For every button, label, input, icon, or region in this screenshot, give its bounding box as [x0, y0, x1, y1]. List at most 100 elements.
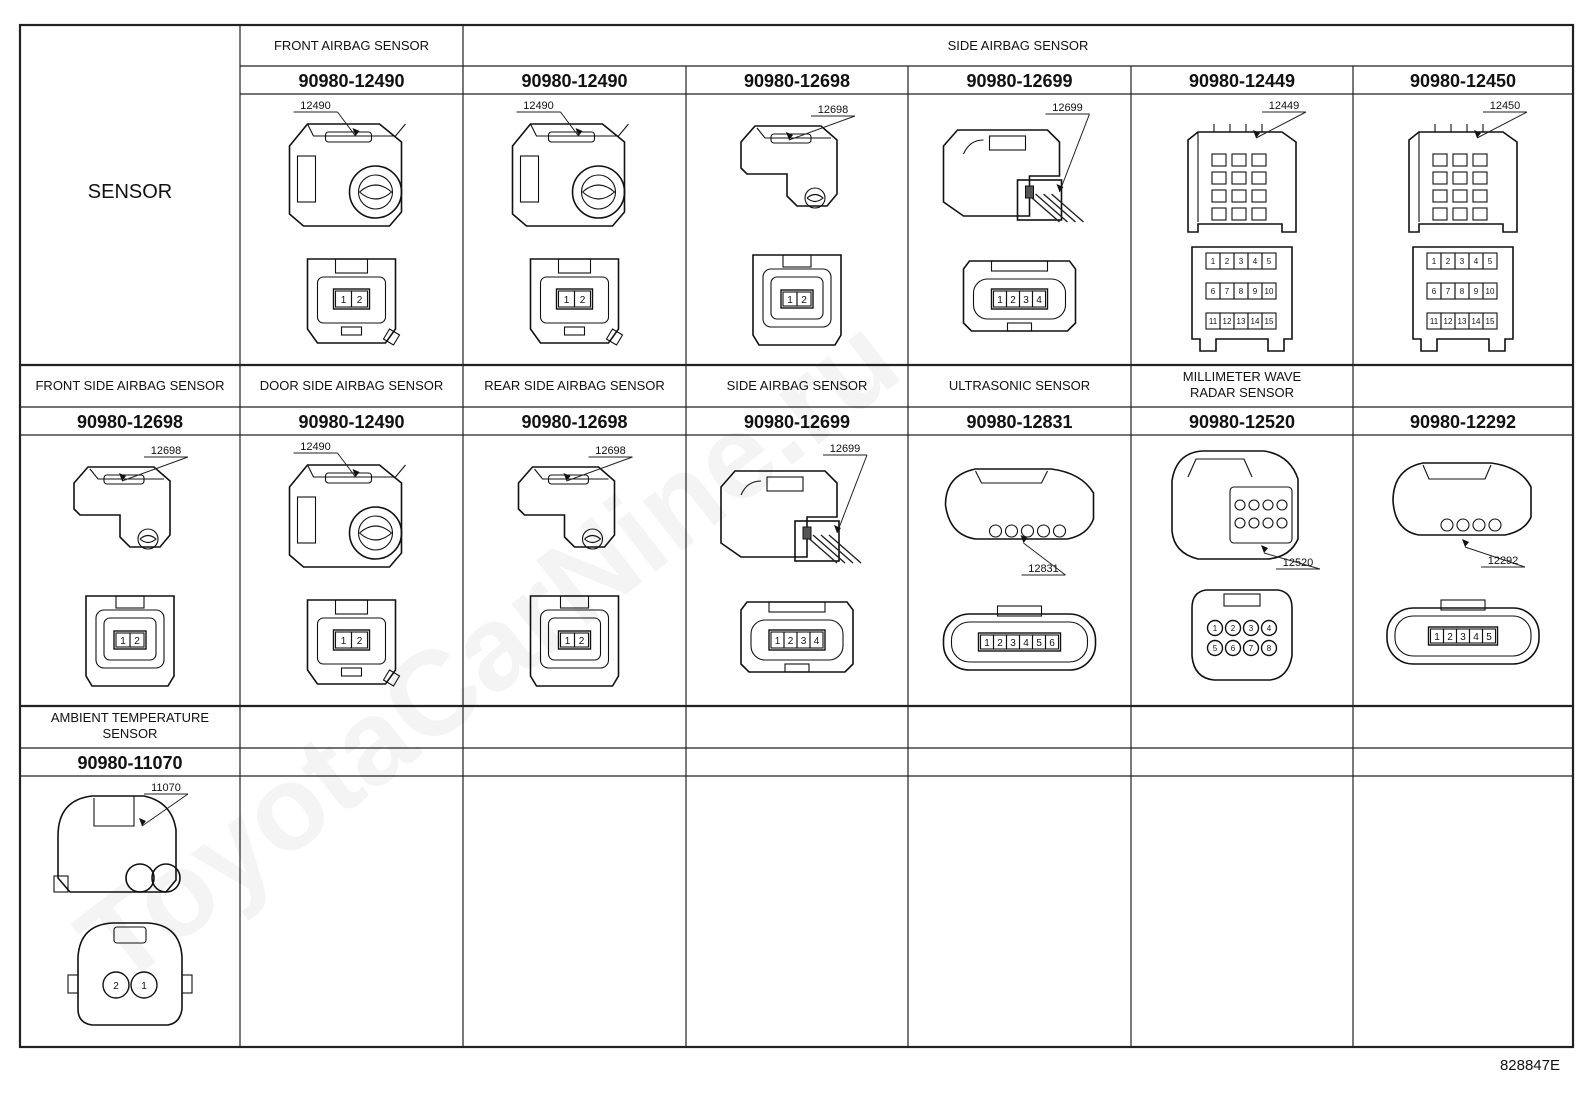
pin-number: 4 — [1473, 632, 1479, 643]
connector-body-outline — [288, 123, 403, 227]
pin-number: 4 — [1023, 638, 1029, 649]
connector-face-outline — [85, 595, 175, 687]
latch-ridge — [975, 470, 1048, 484]
connector-face-outline — [1191, 246, 1293, 352]
cavity-hole — [1452, 189, 1468, 203]
pin-number: 1 — [775, 636, 781, 647]
pin-number: 2 — [357, 295, 363, 306]
lock-tab — [115, 595, 145, 609]
terminal-pocket — [581, 528, 604, 550]
cavity-hole — [1432, 153, 1448, 167]
cavity-frame — [950, 621, 1089, 663]
connector-face-outline — [529, 258, 620, 344]
wire-cover — [1016, 179, 1063, 221]
lock-tab — [782, 254, 812, 268]
side-rib — [53, 875, 69, 893]
key-slot — [1006, 322, 1033, 332]
pin-number: 2 — [1231, 624, 1236, 633]
part-number: 90980-12450 — [1410, 71, 1516, 91]
key-slot — [563, 326, 586, 336]
terminal-pocket — [348, 506, 403, 560]
pin-number: 14 — [1472, 317, 1481, 326]
part-number: 90980-11070 — [77, 753, 182, 773]
terminal-hole — [1248, 517, 1260, 529]
pin-number: 6 — [1231, 644, 1236, 653]
cavity-frame — [95, 609, 165, 669]
terminal-hole — [1004, 524, 1019, 538]
cavity-hole — [1432, 171, 1448, 185]
pin-number: 10 — [1265, 287, 1274, 296]
pin-cell — [1482, 312, 1498, 330]
pin-cell — [573, 290, 592, 308]
sensor-header: ULTRASONIC SENSOR — [949, 378, 1090, 393]
pin-cell — [1260, 619, 1278, 637]
latch-slot — [93, 796, 135, 827]
pin-cell — [350, 290, 369, 308]
terminal-pin-icon — [582, 184, 616, 200]
side-rib — [519, 155, 540, 203]
connector-body-outline — [57, 795, 177, 893]
side-rib — [67, 974, 79, 994]
cavity-frame-inner — [547, 617, 602, 661]
lock-tab — [557, 258, 592, 274]
leader-arrow-icon — [563, 473, 571, 481]
cavity-hole — [1472, 189, 1488, 203]
terminal-pin-icon — [584, 534, 602, 544]
pin-cell — [1206, 619, 1224, 637]
leader-line — [1059, 113, 1090, 193]
pin-number: 2 — [997, 638, 1003, 649]
connector-body-outline — [73, 466, 171, 548]
cavity-frame — [539, 609, 610, 669]
pin-number: 1 — [120, 636, 126, 647]
connector-face-outline — [1412, 246, 1514, 352]
cavity-hole — [1211, 189, 1227, 203]
terminal-hole — [1456, 518, 1470, 532]
cavity-hole — [1472, 153, 1488, 167]
sensor-header: FRONT SIDE AIRBAG SENSOR — [35, 378, 224, 393]
wire-lead — [804, 534, 838, 564]
leader-line — [141, 793, 189, 827]
sensor-header-line2: RADAR SENSOR — [1190, 385, 1294, 400]
lock-tab — [768, 601, 826, 613]
connector-face-outline — [529, 595, 620, 687]
pin-number: 2 — [801, 295, 807, 306]
terminal-pin-icon — [359, 184, 393, 200]
wire-lead — [1027, 193, 1060, 223]
pin-cell — [1242, 639, 1260, 657]
terminal-hole — [1234, 499, 1246, 511]
pin-cell — [1482, 282, 1498, 300]
terminal-hole — [1036, 524, 1051, 538]
pin-number: 2 — [357, 636, 363, 647]
wire-lead — [812, 534, 846, 564]
cavity-hole — [1211, 171, 1227, 185]
lock-tab — [113, 926, 147, 944]
connector-body-outline — [511, 123, 626, 227]
pin-cell — [129, 632, 145, 648]
leader-line — [1255, 111, 1307, 139]
pin-number: 5 — [1488, 257, 1493, 266]
connector-cell-90980-12698: FRONT SIDE AIRBAG SENSOR90980-1269812698… — [35, 378, 225, 687]
pin-number: 6 — [1049, 638, 1055, 649]
terminal-pocket — [348, 165, 403, 219]
connector-tag-label: 12490 — [300, 100, 331, 112]
leader-arrow-icon — [1261, 545, 1268, 553]
cavity-frame — [762, 268, 832, 328]
leader-arrow-icon — [1020, 535, 1028, 543]
pin-cell — [1044, 634, 1060, 650]
pin-cell — [1242, 619, 1260, 637]
pin-number: 3 — [1460, 257, 1465, 266]
leader-arrow-icon — [1253, 130, 1260, 138]
connector-face-outline — [1191, 589, 1293, 681]
pin-number: 1 — [787, 295, 793, 306]
connector-top-edge — [534, 468, 609, 480]
pin-cell — [1260, 639, 1278, 657]
lever-arc — [740, 480, 762, 496]
pin-number: 1 — [341, 636, 347, 647]
cavity-frame — [972, 278, 1067, 320]
leader-line — [121, 456, 189, 482]
